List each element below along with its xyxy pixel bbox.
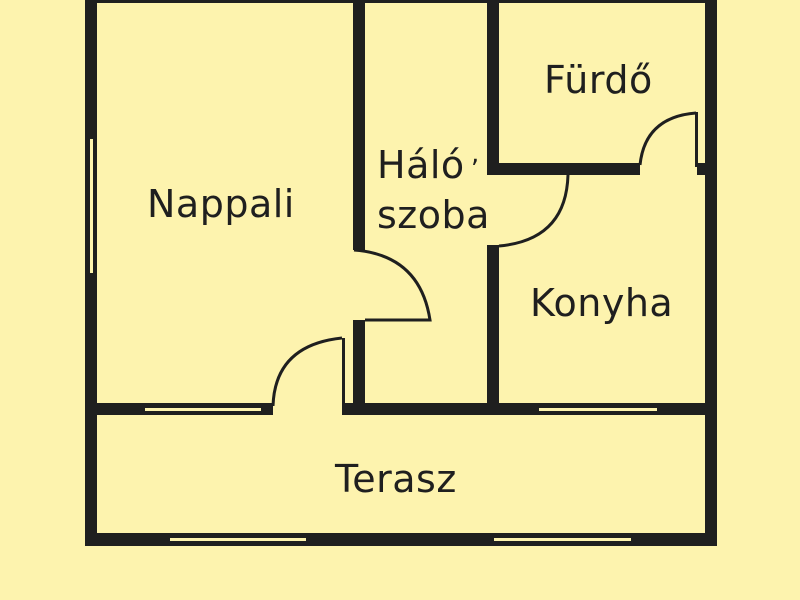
- wall-nappali-halo-lower: [353, 320, 365, 410]
- room-label-terasz: Terasz: [335, 457, 457, 501]
- wall-furdo-bottom: [487, 163, 640, 175]
- room-label-konyha: Konyha: [530, 281, 674, 325]
- room-label-halo-comma: ,: [471, 139, 480, 169]
- door-arc-terasz: [271, 336, 343, 407]
- window-nappali-south: [143, 406, 263, 413]
- window-konyha-south: [537, 406, 659, 413]
- room-label-halo-line2: szoba: [377, 193, 490, 237]
- wall-door-jamb-terasz: [342, 338, 345, 408]
- wall-top: [85, 0, 717, 3]
- door-arc-halo-konyha: [498, 174, 570, 248]
- window-terasz-south-right: [492, 536, 633, 543]
- room-label-nappali: Nappali: [147, 182, 295, 226]
- window-terasz-south-left: [168, 536, 308, 543]
- window-nappali-west: [88, 137, 95, 275]
- room-label-furdo: Fürdő: [544, 58, 653, 102]
- wall-halo-furdo: [487, 0, 499, 175]
- door-arc-furdo: [638, 111, 697, 166]
- door-arc-nappali-halo: [353, 248, 432, 322]
- wall-halo-konyha: [487, 245, 499, 410]
- room-label-halo-line1: Háló: [377, 143, 465, 187]
- wall-nappali-halo-upper: [353, 0, 365, 250]
- wall-furdo-bottom-stub: [697, 163, 707, 175]
- wall-furdo-door-jamb: [695, 112, 698, 167]
